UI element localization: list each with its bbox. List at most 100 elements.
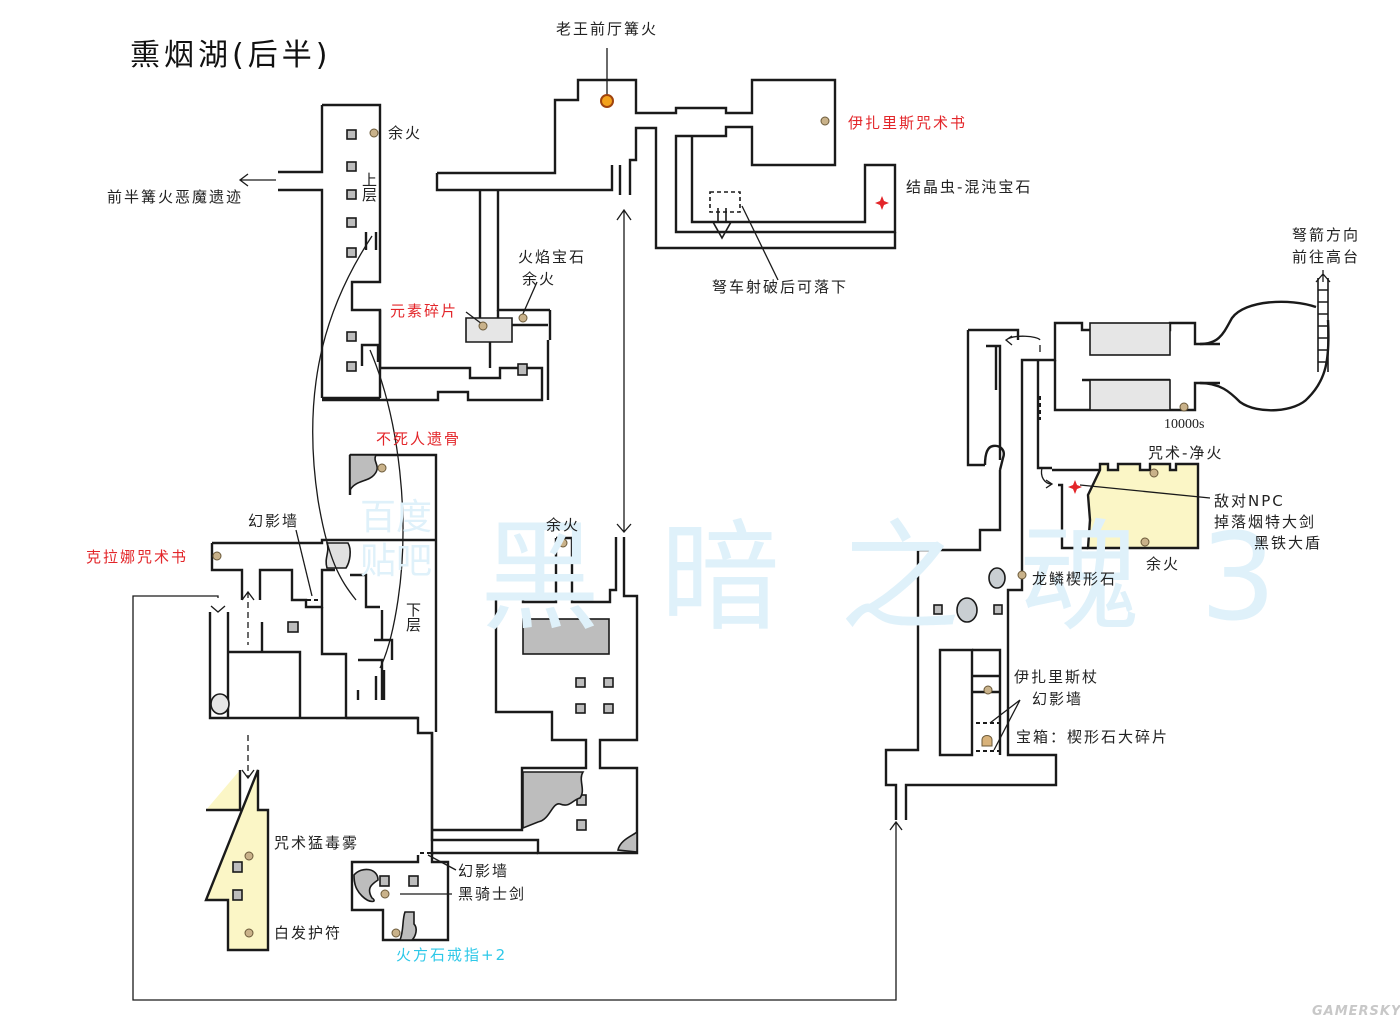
pillar [346,129,357,140]
item-marker[interactable] [1179,402,1189,412]
drop-arrow [711,208,733,240]
item-marker[interactable] [369,128,379,138]
watermark-gamersky: GAMERSKY [1312,1004,1400,1019]
leader-illusory-bottom [427,854,457,871]
rubble [398,911,417,941]
room-toxic-mist [204,769,270,952]
label-ballista-dir-2: 前往高台 [1292,248,1361,266]
item-marker[interactable] [380,889,390,899]
item-marker[interactable] [212,551,222,561]
room-right-main [884,321,1220,820]
illusory-wall-dashes [300,396,1041,854]
label-ember: 余火 [388,124,423,142]
pillar [346,217,357,228]
item-marker[interactable] [377,463,387,473]
label-chaos-gem: 结晶虫-混沌宝石 [906,178,1033,196]
leader-npc [1079,484,1211,499]
label-ballista-drop: 弩车射破后可落下 [712,278,849,296]
label-to-first-half: 前半篝火恶魔遗迹 [107,188,244,206]
arrow-long-vertical [616,208,632,533]
label-illusory-wall: 幻影墙 [248,512,300,530]
wall-mid-left [320,607,418,720]
label-ember-fire-gem: 余火 [522,270,557,288]
item-marker[interactable] [478,321,488,331]
enemy-star-icon [1068,480,1082,494]
wall-stub-upper [364,232,378,250]
arrow-up-head [241,590,255,601]
watermark-tieba: 百度贴吧 [360,497,433,582]
pillar [346,161,357,172]
label-white-hair-talisman: 白发护符 [274,924,343,942]
item-marker[interactable] [1149,468,1159,478]
pillar [379,875,390,887]
ladder [1317,278,1329,372]
pillar [346,247,357,258]
rubble [617,830,638,853]
boulder [988,567,1006,589]
watermark-game: 黑暗之魂3 [480,509,1337,648]
loop-line [132,595,903,1001]
label-undead-bone-shard: 不死人遗骨 [376,430,462,448]
bonfire-icon[interactable] [600,94,614,108]
label-hostile-npc-2: 掉落烟特大剑 [1214,513,1317,531]
pillar [346,361,357,372]
boulder [210,693,230,715]
item-marker[interactable] [1140,537,1150,547]
arrow-right-loop [1004,335,1041,352]
pillar [232,889,243,901]
pillar [346,331,357,342]
grey-block [1089,379,1171,411]
item-marker[interactable] [558,538,568,548]
label-fire-gem: 火焰宝石 [518,248,587,266]
label-dragon-scale: 龙鳞楔形石 [1032,570,1118,588]
pillar [575,703,586,714]
label-black-knight-sword: 黑骑士剑 [458,885,527,903]
label-fire-clutch-ring: 火方石戒指+2 [396,946,508,964]
item-marker[interactable] [983,685,993,695]
room-quelana-corridor [210,538,436,609]
grey-block [522,618,610,655]
label-quelana-tome: 克拉娜咒术书 [86,548,189,566]
wall-bonfire-hall-lower [435,126,897,250]
label-illusory-wall: 幻影墙 [1032,690,1084,708]
wall-lower-floor-east [374,638,394,700]
room-hostile-npc [1086,462,1200,550]
item-marker[interactable] [518,313,528,323]
arrow-ladder-up [1315,270,1331,283]
pillar [575,677,586,688]
grey-block [1089,322,1171,356]
item-marker[interactable] [1017,570,1027,580]
item-marker[interactable] [391,928,401,938]
pillar [517,363,528,376]
label-illusory-wall: 幻影墙 [458,862,510,880]
rubble [353,868,379,903]
boulder [956,597,978,623]
treasure-chest-icon[interactable] [981,735,993,747]
room-bonfire-hall [437,78,897,234]
item-marker[interactable] [244,928,254,938]
label-izalith-tome: 伊扎里斯咒术书 [848,114,968,132]
arrow-npc-entry [1040,467,1054,489]
label-ember: 余火 [1146,555,1181,573]
pillar [933,604,943,615]
room-center-left-block [322,310,544,402]
pillar [346,189,357,200]
pillar [576,819,587,831]
label-izalith-staff: 伊扎里斯杖 [1014,668,1100,686]
label-upper-floor: 上层 [360,172,378,202]
pillar [232,861,243,873]
room-upper-corridor [278,103,382,398]
pillar [408,875,419,887]
item-marker[interactable] [820,116,830,126]
item-marker[interactable] [244,851,254,861]
map-title: 熏烟湖(后半) [130,38,332,73]
curve-upper-to-lower-1 [312,235,373,601]
rubble [325,542,351,569]
enemy-star-icon [875,196,889,210]
pillar [603,703,614,714]
wall-npc-room-entry [1052,468,1100,550]
leader-illusory-right [989,699,1021,751]
label-bonfire: 老王前厅篝火 [556,20,659,38]
cave-room [1199,300,1330,412]
